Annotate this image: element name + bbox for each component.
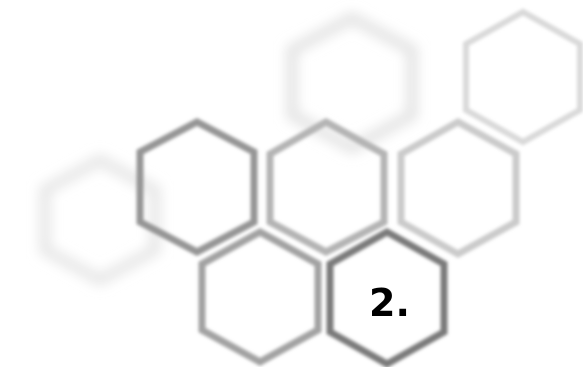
hexagon-step-2 [326, 227, 448, 367]
background-hexagon-left [39, 153, 161, 287]
step-number-label: 2. [369, 281, 410, 325]
background-hexagon-top [286, 11, 418, 155]
hexagon-middle-left [136, 118, 258, 256]
hexagon-top-right [463, 8, 583, 146]
hexagon-bottom-left [198, 228, 322, 366]
hexagon-middle-right [397, 117, 520, 259]
hexagon-middle-center [266, 117, 388, 256]
